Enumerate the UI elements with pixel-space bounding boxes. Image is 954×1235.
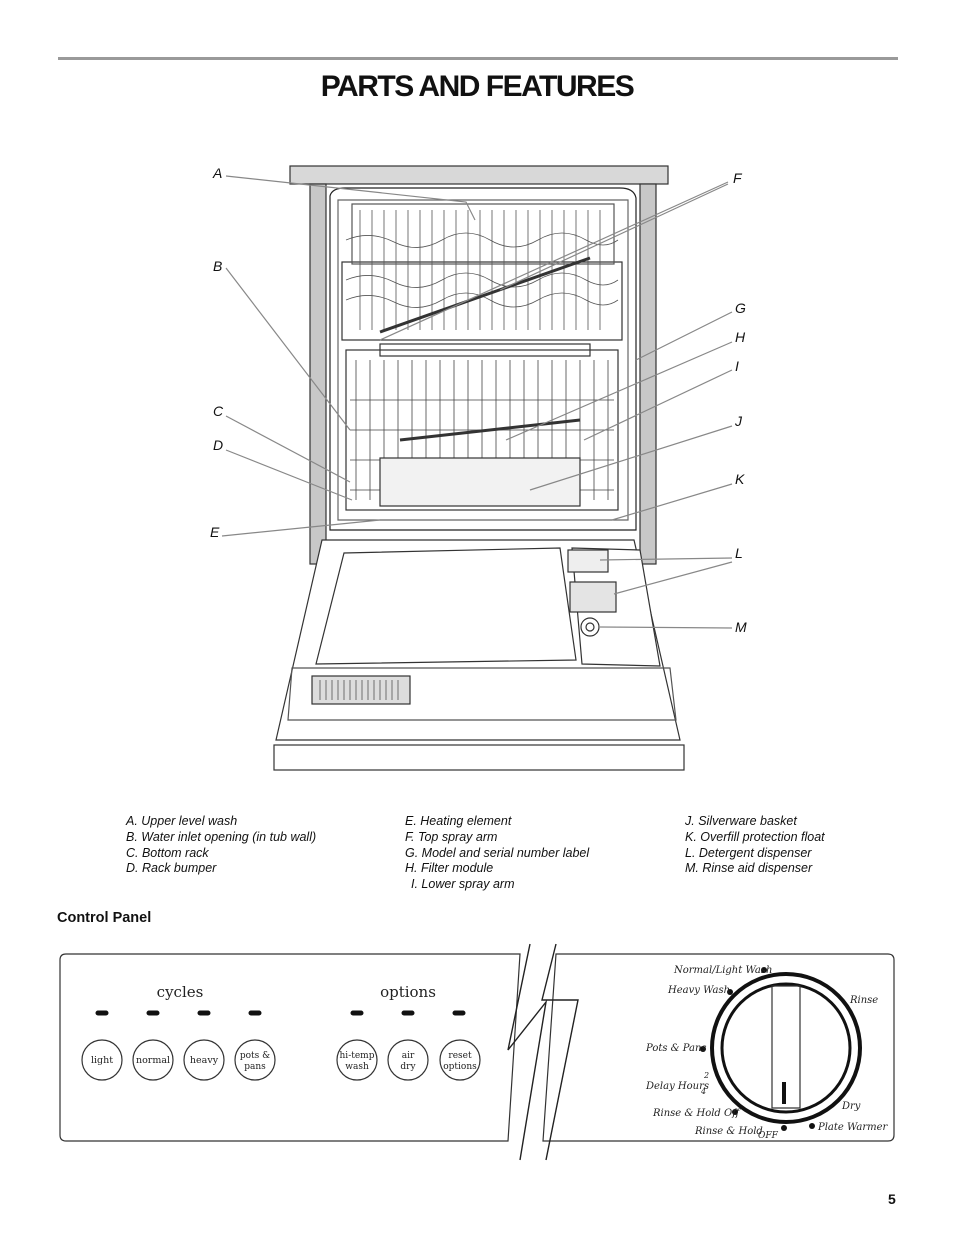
legend-item: L. Detergent dispenser xyxy=(685,845,812,860)
dial-label-delay-2: 2 xyxy=(703,1071,709,1080)
callout-m: M xyxy=(735,619,747,635)
page-title: PARTS AND FEATURES xyxy=(320,70,635,103)
svg-text:pots &: pots & xyxy=(240,1051,270,1061)
page-number: 5 xyxy=(888,1191,896,1207)
svg-text:wash: wash xyxy=(345,1062,369,1072)
callout-g: G xyxy=(735,300,746,316)
svg-text:pans: pans xyxy=(244,1062,266,1072)
callout-k: K xyxy=(735,471,745,487)
legend-item: E. Heating element xyxy=(405,814,512,828)
dial-label-normal-light-wash: Normal/Light Wash xyxy=(673,965,772,976)
callout-h: H xyxy=(735,329,746,345)
legend-column-2: E. Heating element F. Top spray arm G. M… xyxy=(405,814,589,893)
legend-item: D. Rack bumper xyxy=(126,861,217,876)
svg-text:dry: dry xyxy=(400,1062,416,1072)
callout-j: J xyxy=(734,413,743,429)
callout-e: E xyxy=(210,524,220,540)
cycle-dial[interactable] xyxy=(710,972,862,1124)
callout-i: I xyxy=(735,358,739,374)
cycle-button-heavy[interactable]: heavy xyxy=(183,1039,225,1081)
legend-item: C. Bottom rack xyxy=(126,845,209,860)
legend-item: F. Top spray arm xyxy=(405,829,498,844)
legend-item: H. Filter module xyxy=(405,861,494,876)
callout-f: F xyxy=(733,170,743,186)
svg-text:heavy: heavy xyxy=(190,1055,219,1066)
dishwasher-diagram: A B C D E F G H I J K L M xyxy=(210,165,747,771)
option-button-hi-temp-wash[interactable]: hi-temp wash xyxy=(336,1039,378,1081)
dial-label-pots-pans: Pots & Pans xyxy=(645,1043,707,1054)
cycles-label: cycles xyxy=(157,983,204,1001)
cycle-button-pots-pans[interactable]: pots & pans xyxy=(234,1039,276,1081)
dial-label-off: OFF xyxy=(758,1131,779,1141)
callout-d: D xyxy=(213,437,223,453)
dial-label-dry: Dry xyxy=(841,1101,861,1112)
legend-item: M. Rinse aid dispenser xyxy=(685,861,813,876)
cycle-button-light[interactable]: light xyxy=(81,1039,123,1081)
legend-column-1: A. Upper level wash B. Water inlet openi… xyxy=(126,814,316,877)
svg-text:options: options xyxy=(443,1062,477,1072)
callout-l: L xyxy=(735,545,743,561)
legend-item: I. Lower spray arm xyxy=(411,877,515,892)
dial-label-rinse-hold-off: Rinse & Hold Off xyxy=(652,1108,741,1119)
option-button-air-dry[interactable]: air dry xyxy=(387,1039,429,1081)
legend-item: B. Water inlet opening (in tub wall) xyxy=(126,829,317,844)
callout-a: A xyxy=(212,165,222,181)
callout-c: C xyxy=(213,403,224,419)
svg-text:hi-temp: hi-temp xyxy=(340,1051,375,1061)
legend-item: J. Silverware basket xyxy=(685,814,797,828)
legend-item: A. Upper level wash xyxy=(126,814,238,828)
legend-item: G. Model and serial number label xyxy=(405,845,590,860)
dial-label-delay-hours: Delay Hours xyxy=(645,1081,709,1092)
options-label: options xyxy=(380,983,436,1001)
legend-item: K. Overfill protection float xyxy=(685,829,825,844)
svg-text:normal: normal xyxy=(136,1055,170,1066)
control-panel-illustration: cycles options light normal heavy pots &… xyxy=(59,943,895,1161)
cycle-button-normal[interactable]: normal xyxy=(132,1039,174,1081)
dial-label-delay-4: 4 xyxy=(700,1087,706,1096)
top-rule xyxy=(58,57,898,60)
callout-b: B xyxy=(213,258,222,274)
svg-text:reset: reset xyxy=(448,1051,472,1061)
dial-label-rinse-hold: Rinse & Hold xyxy=(694,1126,763,1137)
dial-label-plate-warmer: Plate Warmer xyxy=(817,1122,889,1133)
dial-label-rinse: Rinse xyxy=(849,995,878,1006)
svg-text:light: light xyxy=(91,1055,113,1066)
dial-label-heavy-wash: Heavy Wash xyxy=(667,985,730,996)
legend-column-3: J. Silverware basket K. Overfill protect… xyxy=(685,814,825,877)
option-button-reset-options[interactable]: reset options xyxy=(439,1039,481,1081)
svg-text:air: air xyxy=(402,1051,415,1061)
control-panel-heading: Control Panel xyxy=(57,910,152,926)
